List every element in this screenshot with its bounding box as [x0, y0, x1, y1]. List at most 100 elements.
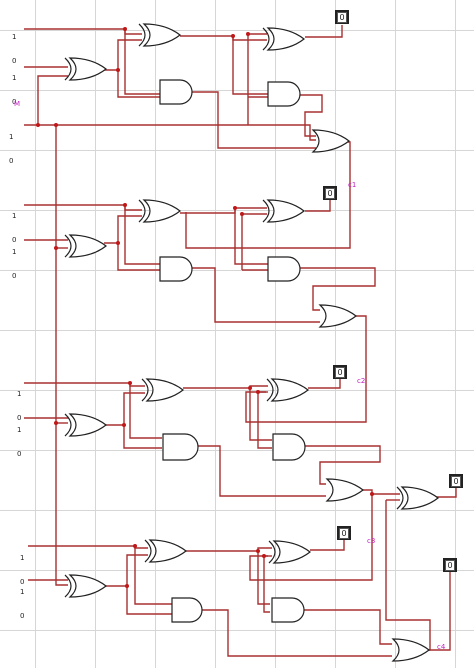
output-value: 0 [325, 187, 335, 199]
junction [123, 27, 127, 31]
input-pin-b3[interactable]: 1 0 [20, 572, 24, 628]
wire-xorb3-out [104, 554, 148, 587]
xor-arc [262, 199, 270, 223]
wire-xor3-and2 [257, 551, 270, 605]
and-gate-3b [271, 597, 305, 623]
wire-c2 [245, 315, 367, 423]
output-s1: 0 [323, 186, 337, 200]
wire-c3 [249, 489, 373, 581]
junction [125, 584, 129, 588]
pin-high-label: 1 [12, 33, 17, 41]
xor-gate-b1 [68, 234, 107, 258]
junction [240, 212, 244, 216]
wire-s3 [310, 540, 345, 551]
xor-gate-s3b [272, 540, 311, 564]
input-pin-m[interactable]: 1 0 [9, 117, 13, 173]
pin-high-label: 1 [20, 588, 25, 596]
carry-label-c4: c4 [437, 643, 446, 651]
wire-xorb1-out [104, 215, 142, 244]
junction [54, 421, 58, 425]
xor-arc [138, 199, 146, 223]
junction [256, 390, 260, 394]
wire-xorb0-and [117, 70, 160, 98]
junction [233, 206, 237, 210]
output-s3: 0 [337, 526, 351, 540]
wire-s0 [305, 25, 343, 38]
wire-a2 [24, 382, 145, 387]
xor-arc [141, 378, 149, 402]
pin-low-label: 0 [17, 414, 22, 422]
output-overflow: 0 [449, 474, 463, 488]
wire-xorb3-and [126, 586, 172, 615]
pin-low-label: 0 [20, 578, 25, 586]
wire-a3 [28, 545, 148, 549]
wire-xor1-and2 [234, 208, 268, 265]
xor-arc [138, 23, 146, 47]
input-pin-a0[interactable]: 1 0 [12, 17, 16, 73]
output-value: 0 [451, 475, 461, 487]
wire-xor2-out [183, 385, 268, 389]
xor-gate-s2a [145, 378, 184, 402]
xor-gate-s1b [266, 199, 305, 223]
output-s2: 0 [333, 365, 347, 379]
xor-arc [64, 234, 72, 258]
xor-arc [144, 539, 152, 563]
wire-c4-out [428, 572, 451, 651]
wire-xorb0-out [104, 39, 142, 71]
or-gate-1 [318, 304, 357, 328]
pin-low-label: 0 [12, 272, 17, 280]
xor-gate-b2 [68, 413, 107, 437]
junction [256, 549, 260, 553]
wire-a0-and [124, 29, 160, 95]
wire-m-cin0 [38, 124, 316, 141]
xor-gate-s1a [142, 199, 181, 223]
pin-high-label: 1 [12, 248, 17, 256]
wire-and1-or [300, 94, 323, 137]
junction [36, 123, 40, 127]
pin-high-label: 1 [20, 554, 25, 562]
wire-xorb2-and [123, 425, 162, 449]
wire-v-out [436, 488, 457, 498]
wire-and3b-or [302, 609, 392, 645]
xor-arc [64, 574, 72, 598]
wire-and1b-or [300, 267, 376, 311]
input-pin-a2[interactable]: 1 0 [17, 374, 21, 430]
input-pin-a1[interactable]: 1 0 [12, 196, 16, 252]
input-pin-b2[interactable]: 1 0 [17, 410, 21, 466]
pin-high-label: 1 [17, 426, 22, 434]
wire-and2b-or [304, 445, 381, 485]
pin-low-label: 0 [12, 236, 17, 244]
carry-label-c1: c1 [348, 181, 357, 189]
junction [248, 386, 252, 390]
stage-0 [24, 23, 351, 586]
and-gate-1b [267, 256, 301, 282]
mode-label: M [14, 100, 21, 108]
junction [128, 381, 132, 385]
wire-and3a-or [200, 609, 392, 657]
stage-3 [28, 246, 457, 662]
pin-high-label: 1 [9, 133, 14, 141]
xor-arc [268, 540, 276, 564]
wire-c1 [185, 141, 351, 249]
junction [116, 68, 120, 72]
output-c4: 0 [443, 558, 457, 572]
output-value: 0 [445, 559, 455, 571]
input-pin-b1[interactable]: 1 0 [12, 232, 16, 288]
or-gate-2 [325, 478, 364, 502]
and-gate-2a [162, 433, 199, 461]
wire-xor1-out [180, 207, 267, 214]
xor-gate-s3a [148, 539, 187, 563]
wire-c2-and [257, 392, 272, 449]
pin-low-label: 0 [17, 450, 22, 458]
junction [231, 34, 235, 38]
xor-gate-overflow [400, 486, 439, 510]
junction [54, 123, 58, 127]
junction [123, 203, 127, 207]
stage-1 [24, 199, 376, 423]
input-pin-a3[interactable]: 1 0 [20, 538, 24, 594]
input-pin-b0[interactable]: 1 0 [12, 58, 16, 114]
xor-gate-s0a [142, 23, 181, 47]
wire-xorb1-and [117, 243, 160, 271]
